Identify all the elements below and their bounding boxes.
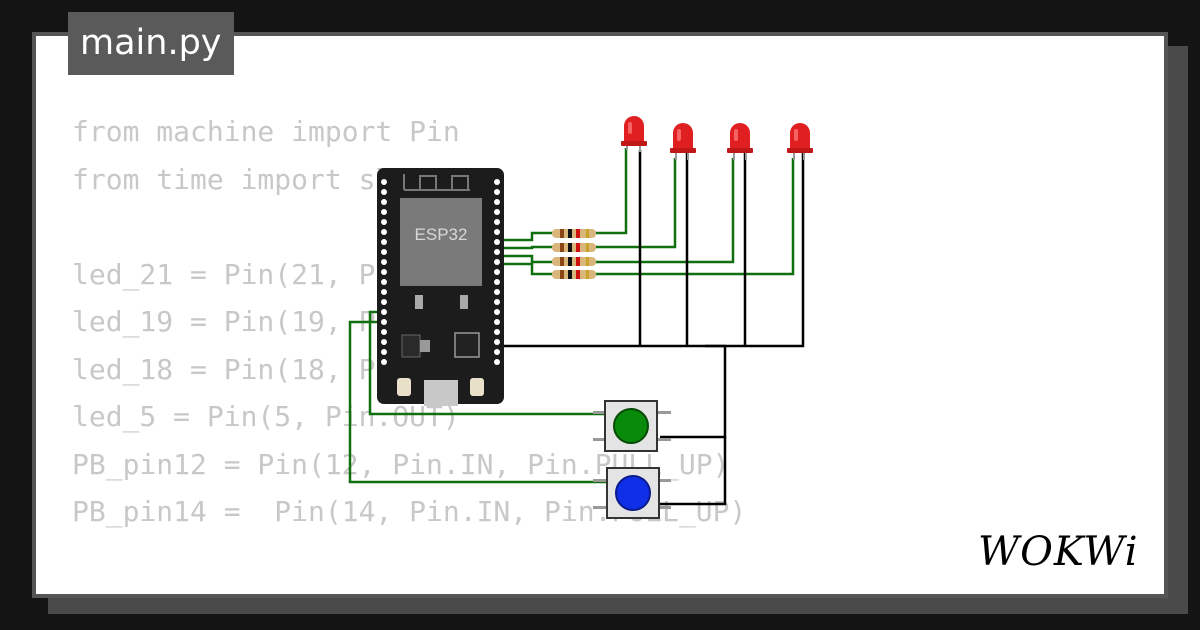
file-tab-label: main.py xyxy=(80,23,222,63)
wire-led3 xyxy=(500,158,735,264)
pin-header-right xyxy=(494,179,500,365)
led-4 xyxy=(787,123,813,160)
code-line: from machine import Pin xyxy=(72,115,460,148)
resistors xyxy=(552,229,596,279)
resistor xyxy=(552,229,596,238)
resistor xyxy=(552,257,596,266)
wokwi-logo: WOKWi xyxy=(978,529,1139,575)
pushbutton-green[interactable] xyxy=(593,400,671,452)
esp32-label: ESP32 xyxy=(415,225,468,244)
wire-button-blue xyxy=(348,320,606,484)
wire-gnd-bus xyxy=(500,150,805,348)
code-line: PB_pin14 = Pin(14, Pin.IN, Pin.PULL_UP) xyxy=(72,495,747,528)
esp32-chip xyxy=(400,198,482,286)
pushbutton-blue[interactable] xyxy=(593,467,671,519)
pin-header-left xyxy=(381,179,387,365)
code-line: def Cnt(x): xyxy=(72,583,746,594)
resistor xyxy=(552,270,596,279)
wire-led4 xyxy=(500,158,795,276)
led-3 xyxy=(727,123,753,160)
led-1 xyxy=(621,116,647,152)
ground-wires xyxy=(500,150,805,506)
code-line: PB_pin12 = Pin(12, Pin.IN, Pin.PULL_UP) xyxy=(72,447,730,481)
file-tab[interactable]: main.py xyxy=(68,12,234,75)
wire-led1 xyxy=(500,148,628,242)
led-2 xyxy=(670,123,696,160)
leds xyxy=(621,116,813,160)
resistor xyxy=(552,243,596,252)
wire-led2 xyxy=(500,158,677,250)
esp32-board[interactable]: ESP32 xyxy=(377,168,504,406)
wire-button-green xyxy=(368,310,606,416)
signal-wires xyxy=(348,148,795,484)
